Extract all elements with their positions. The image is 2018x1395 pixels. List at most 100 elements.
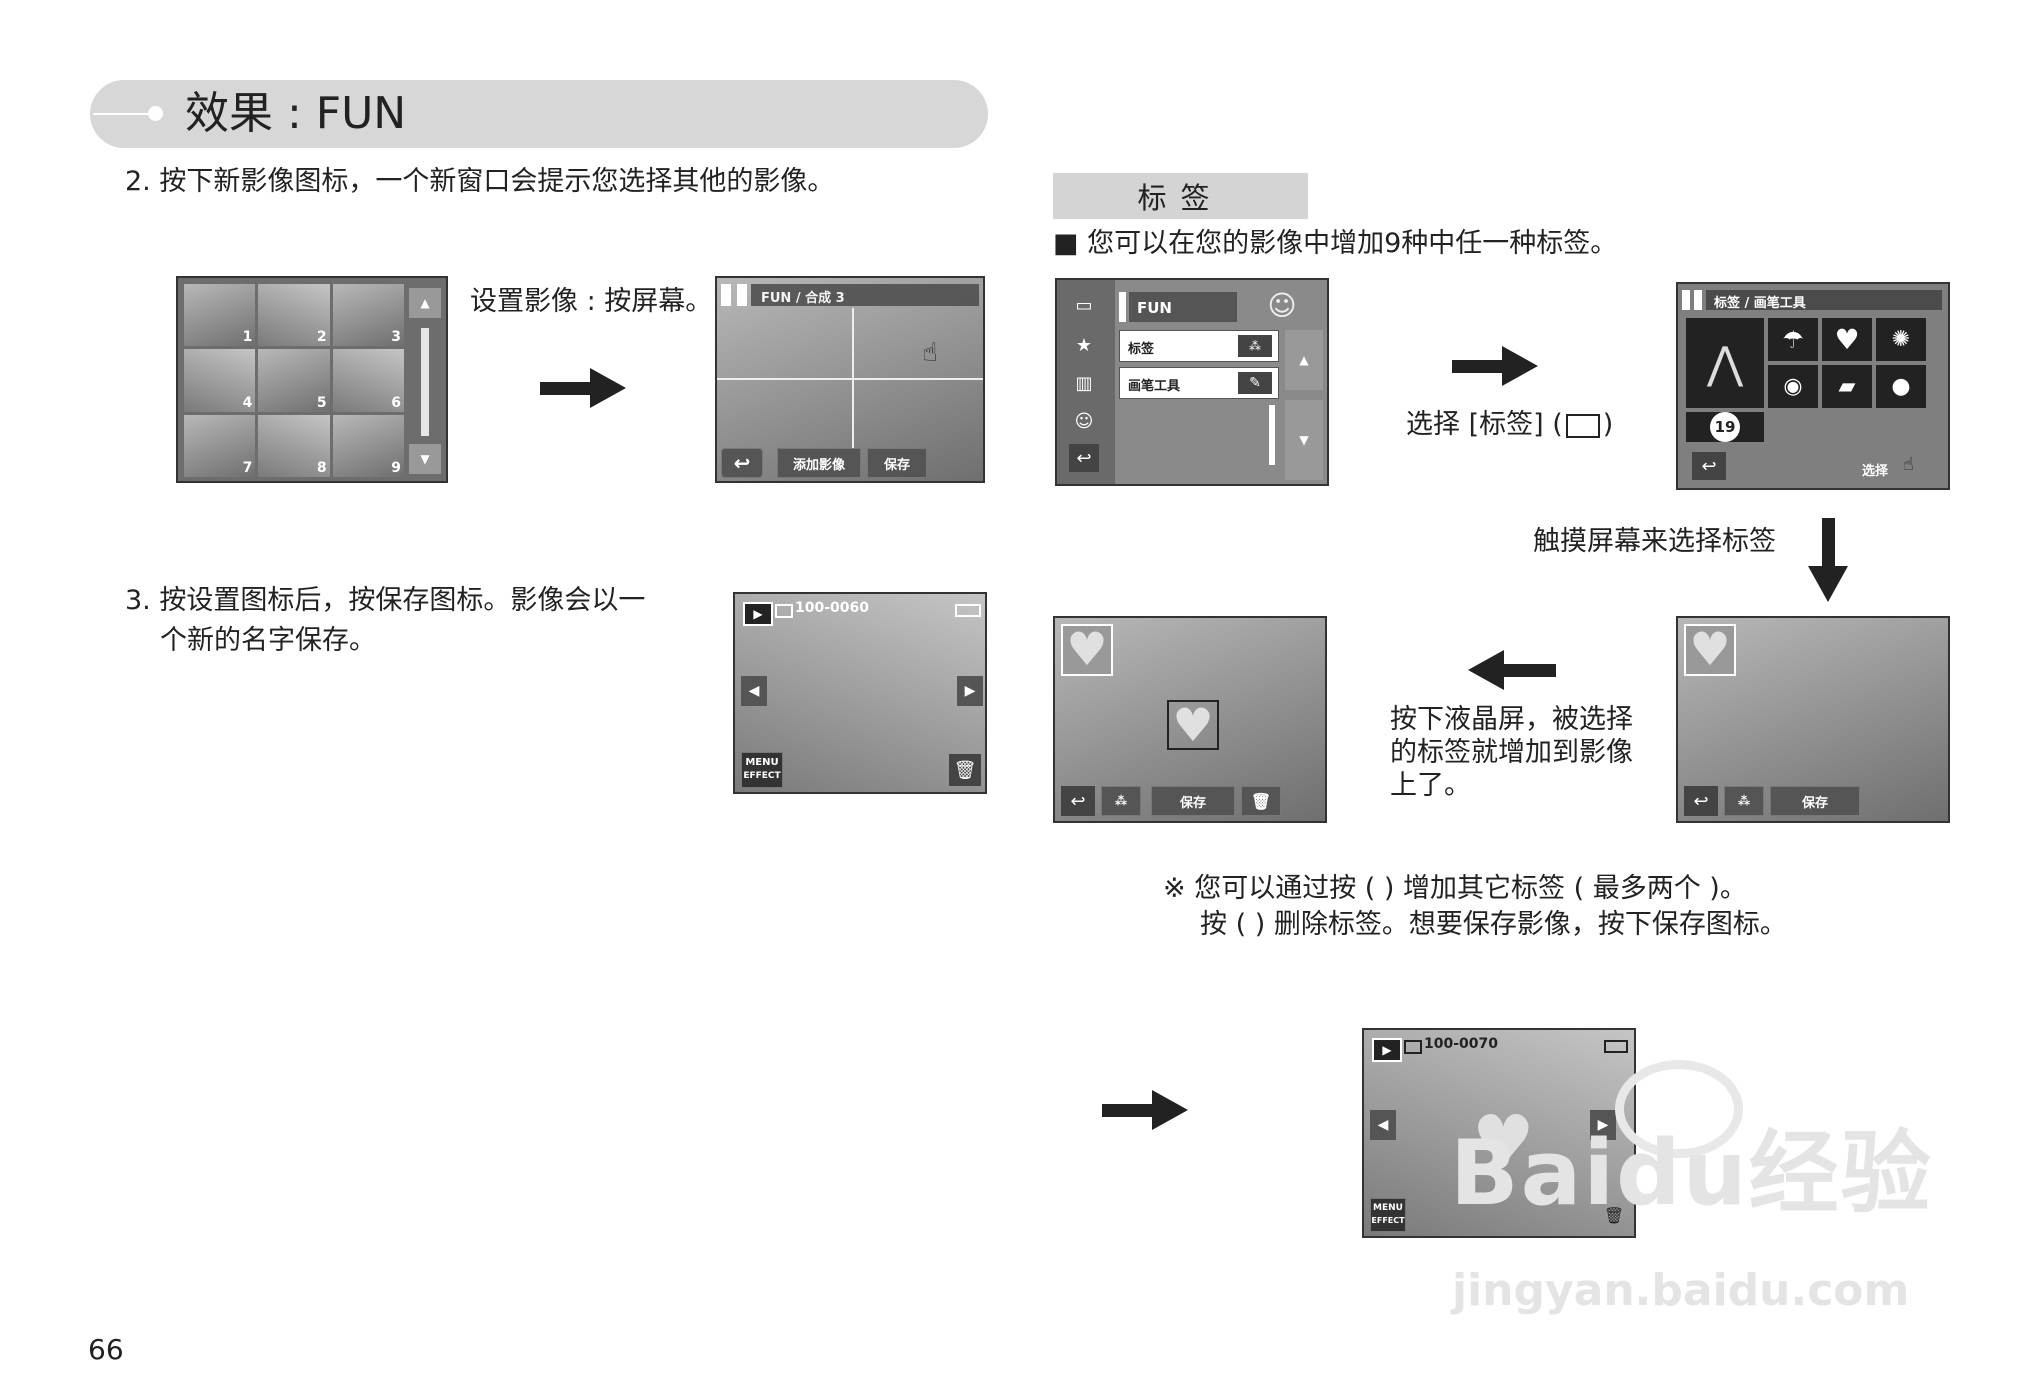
press-line3: 上了。 <box>1390 770 1471 801</box>
select-tag-text: 选择 [标签] ( <box>1406 409 1563 440</box>
menu-effect-button[interactable]: MENU EFFECT <box>1370 1198 1406 1232</box>
save-button[interactable]: 保存 <box>1151 786 1235 816</box>
trash-icon[interactable]: 🗑 <box>949 754 981 786</box>
battery-icon <box>1604 1040 1628 1053</box>
fun-menu-screen: ▭ ★ ▥ ☺ ↩ FUN ☺ 标签 ⁂ 画笔工具 ✎ ▲ ▼ <box>1055 278 1329 486</box>
badge-icon[interactable]: 19 <box>1686 412 1764 442</box>
drop-icon[interactable]: ● <box>1876 365 1926 408</box>
thumbnail-number: 9 <box>391 459 401 476</box>
sticker-picker-screen: 标签 / 画笔工具 ⋀ ☂ ♥ ✺ ◉ ▰ ● 19 ↩ 选择 ☝ <box>1676 282 1950 490</box>
thumbnail-number: 6 <box>391 394 401 411</box>
header-marker <box>721 284 731 306</box>
bunny-ears-icon[interactable]: ⋀ <box>1686 318 1764 408</box>
thumbnail-8[interactable]: 8 <box>258 414 330 477</box>
header-dot-icon <box>148 106 163 121</box>
sticker-intro: ■ 您可以在您的影像中增加9种中任一种标签。 <box>1053 228 1618 259</box>
frame-icon[interactable]: ▭ <box>1075 294 1093 316</box>
file-number: 100-0060 <box>795 600 869 616</box>
play-mode-icon: ▶ <box>1372 1038 1402 1062</box>
thumbnail-1[interactable]: 1 <box>184 284 256 347</box>
back-icon[interactable]: ↩ <box>1692 452 1726 480</box>
sticker-section-label: 标签 <box>1053 173 1308 219</box>
back-icon[interactable]: ↩ <box>1069 444 1099 472</box>
hand-pointer-icon: ☝ <box>1903 454 1914 475</box>
thumbnail-number: 8 <box>316 459 327 476</box>
back-icon[interactable]: ↩ <box>1684 786 1718 816</box>
thumbnail-2[interactable]: 2 <box>258 284 330 347</box>
step2-text: 2. 按下新影像图标，一个新窗口会提示您选择其他的影像。 <box>125 166 835 197</box>
add-image-button[interactable]: 添加影像 <box>777 448 861 478</box>
section-header-bar <box>90 80 988 148</box>
tag-button[interactable]: ⁂ <box>1101 786 1141 816</box>
prev-icon[interactable]: ◀ <box>1370 1110 1396 1140</box>
save-button[interactable]: 保存 <box>1770 786 1860 816</box>
sticker-grid: ⋀ ☂ ♥ ✺ ◉ ▰ ● 19 <box>1686 318 1944 442</box>
thumbnail-4[interactable]: 4 <box>184 349 256 412</box>
menu-item-pen[interactable]: 画笔工具 ✎ <box>1119 367 1279 399</box>
thumbnail-3[interactable]: 3 <box>332 284 404 347</box>
tag-icon: ⁂ <box>1238 335 1272 357</box>
press-line1: 按下液晶屏，被选择 <box>1390 704 1633 735</box>
scroll-up-icon[interactable]: ▲ <box>1285 330 1323 390</box>
play-mode-icon: ▶ <box>743 602 773 626</box>
composite-title: FUN / 合成 3 <box>761 291 845 306</box>
page-title: 效果 : FUN <box>185 88 407 139</box>
face-icon[interactable]: ☺ <box>1074 410 1094 432</box>
select-tag-end: ) <box>1602 409 1614 440</box>
thumbnail-9[interactable]: 9 <box>332 414 404 477</box>
menu-item-tag[interactable]: 标签 ⁂ <box>1119 330 1279 362</box>
menu-effect-button[interactable]: MENU EFFECT <box>741 752 783 788</box>
baidu-paw-logo <box>1615 1060 1743 1158</box>
effect-label: EFFECT <box>743 771 781 781</box>
thumbnail-grid-screen: 1 2 3 4 5 6 7 8 9 ▲ ▼ <box>176 276 448 483</box>
back-button[interactable]: ↩ <box>721 448 763 478</box>
folder-icon <box>1404 1040 1422 1054</box>
thumbnail-5[interactable]: 5 <box>258 349 330 412</box>
trash-icon[interactable]: 🗑 <box>1603 1205 1625 1225</box>
scrollbar[interactable] <box>1269 405 1275 465</box>
step3-line2: 个新的名字保存。 <box>160 625 376 656</box>
save-button[interactable]: 保存 <box>867 448 927 478</box>
header-marker <box>1682 290 1690 310</box>
lightbulb-icon[interactable]: ✺ <box>1876 318 1926 361</box>
filmstrip-icon[interactable]: ▥ <box>1075 372 1093 394</box>
placed-heart-sticker-icon[interactable]: ♥ <box>1167 700 1219 750</box>
scroll-up-icon[interactable]: ▲ <box>409 288 441 318</box>
watermark-brand: Baidu经验 <box>1450 1121 1933 1226</box>
thumbnail-6[interactable]: 6 <box>332 349 404 412</box>
thumbnail-number: 7 <box>242 459 253 476</box>
rain-cloud-icon[interactable]: ☂ <box>1768 318 1818 361</box>
watermark-url: jingyan.baidu.com <box>1452 1265 1910 1316</box>
scrollbar[interactable] <box>421 328 429 436</box>
pen-icon: ✎ <box>1238 372 1272 394</box>
folder-icon <box>775 604 793 618</box>
fun-label: FUN <box>1137 299 1172 317</box>
back-icon[interactable]: ↩ <box>1061 786 1095 816</box>
tag-button[interactable]: ⁂ <box>1724 786 1764 816</box>
thumbnail-number: 4 <box>242 394 253 411</box>
thumbnail-number: 1 <box>242 329 253 346</box>
note-line1: ※ 您可以通过按 ( ) 增加其它标签 ( 最多两个 )。 <box>1163 873 1747 904</box>
header-marker <box>737 284 747 306</box>
menu-marker <box>1119 292 1126 322</box>
press-caption: 按下液晶屏，被选择 的标签就增加到影像 上了。 <box>1390 703 1633 802</box>
nose-icon[interactable]: ◉ <box>1768 365 1818 408</box>
bandage-icon[interactable]: ▰ <box>1822 365 1872 408</box>
picker-title-bar: 标签 / 画笔工具 <box>1706 290 1942 311</box>
prev-icon[interactable]: ◀ <box>741 676 767 706</box>
star-icon[interactable]: ★ <box>1075 334 1093 356</box>
heart-icon[interactable]: ♥ <box>1822 318 1872 361</box>
sticker-selected-screen: ♥ ↩ ⁂ 保存 <box>1676 616 1950 823</box>
thumbnail-7[interactable]: 7 <box>184 414 256 477</box>
heart-sticker-icon[interactable]: ♥ <box>1061 624 1113 676</box>
scroll-down-icon[interactable]: ▼ <box>409 444 441 474</box>
menu-item-tag-label: 标签 <box>1128 342 1155 357</box>
heart-sticker-icon[interactable]: ♥ <box>1684 624 1736 676</box>
next-icon[interactable]: ▶ <box>957 676 983 706</box>
touch-caption: 触摸屏幕来选择标签 <box>1533 526 1776 557</box>
scroll-down-icon[interactable]: ▼ <box>1285 400 1323 480</box>
picker-select-label[interactable]: 选择 <box>1862 464 1889 479</box>
page-number: 66 <box>88 1333 124 1366</box>
trash-icon[interactable]: 🗑 <box>1241 786 1281 816</box>
next-icon[interactable]: ▶ <box>1590 1110 1616 1140</box>
